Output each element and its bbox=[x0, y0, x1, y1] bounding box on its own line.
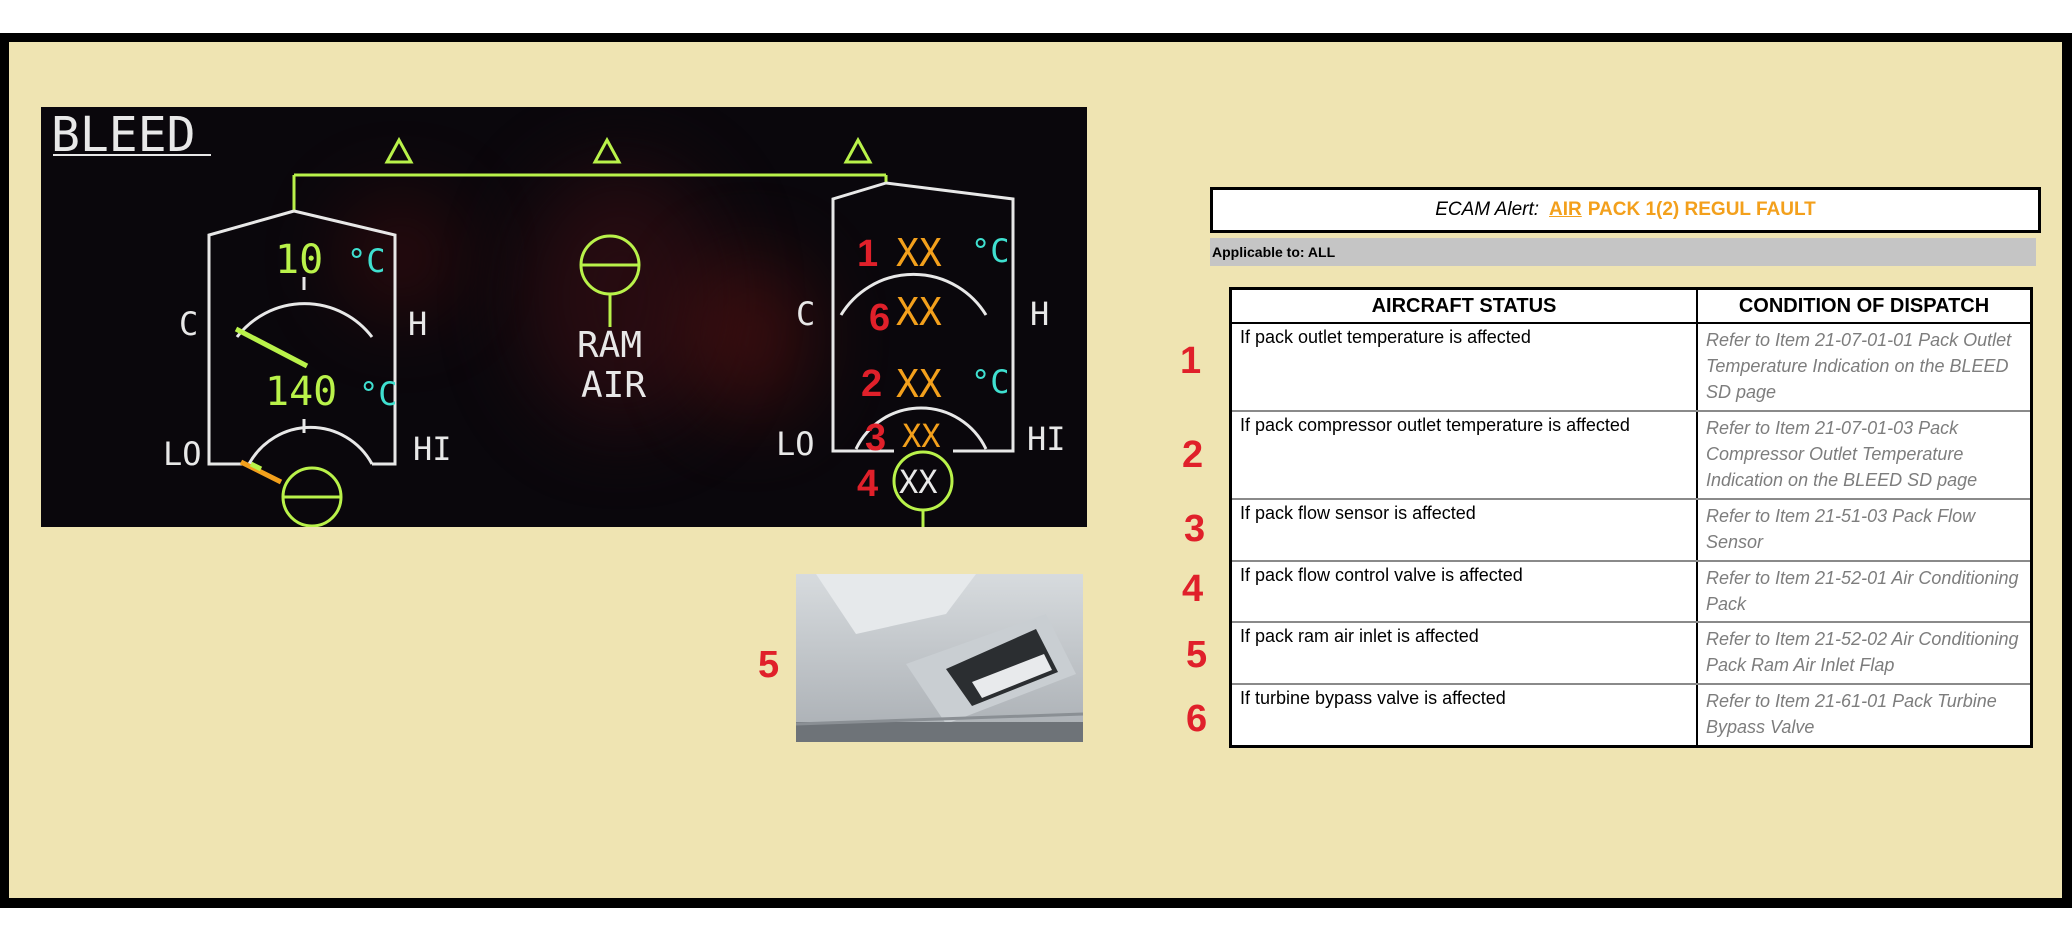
condition-cell: Refer to Item 21-52-01 Air Conditioning … bbox=[1696, 560, 2033, 623]
table-row: If pack outlet temperature is affected R… bbox=[1229, 322, 2033, 412]
right-bypass-value: XX bbox=[896, 290, 942, 334]
condition-cell: Refer to Item 21-61-01 Pack Turbine Bypa… bbox=[1696, 683, 2033, 747]
outlet-temp-needle bbox=[234, 326, 309, 369]
alert-message: PACK 1(2) REGUL FAULT bbox=[1587, 199, 1816, 220]
left-low-label: LO bbox=[163, 435, 202, 473]
callout-4: 4 bbox=[857, 463, 879, 505]
left-compressor-temp-value: 140 bbox=[265, 369, 338, 415]
table-row: If pack flow sensor is affected Refer to… bbox=[1229, 498, 2033, 562]
callout-1: 1 bbox=[857, 233, 879, 275]
row-callout-2: 2 bbox=[1182, 434, 1204, 476]
column-header-aircraft-status: AIRCRAFT STATUS bbox=[1229, 287, 1698, 324]
right-flow-value: XX bbox=[902, 417, 941, 455]
row-callout-4: 4 bbox=[1182, 568, 1204, 610]
status-cell: If pack outlet temperature is affected bbox=[1229, 322, 1698, 412]
ram-air-label-line1: RAM bbox=[577, 325, 643, 366]
status-cell: If pack flow control valve is affected bbox=[1229, 560, 1698, 623]
right-valve-value: XX bbox=[899, 463, 938, 501]
status-cell: If pack compressor outlet temperature is… bbox=[1229, 410, 1698, 500]
dispatch-table: AIRCRAFT STATUS CONDITION OF DISPATCH If… bbox=[1229, 287, 2033, 748]
right-hot-label: H bbox=[1030, 295, 1050, 333]
applicability-bar: Applicable to: ALL bbox=[1210, 238, 2036, 266]
photo-callout-5: 5 bbox=[758, 644, 780, 686]
right-cold-label: C bbox=[796, 295, 816, 333]
callout-3: 3 bbox=[865, 417, 887, 459]
left-high-label: HI bbox=[413, 430, 452, 468]
bleed-schematic bbox=[53, 136, 1015, 527]
flow-needle bbox=[239, 459, 283, 485]
callout-6: 6 bbox=[869, 297, 891, 339]
status-cell: If turbine bypass valve is affected bbox=[1229, 683, 1698, 747]
table-row: If pack compressor outlet temperature is… bbox=[1229, 410, 2033, 500]
row-callout-6: 6 bbox=[1186, 698, 1208, 740]
table-row: If pack flow control valve is affected R… bbox=[1229, 560, 2033, 623]
right-compressor-temp-value: XX bbox=[896, 362, 942, 406]
condition-cell: Refer to Item 21-51-03 Pack Flow Sensor bbox=[1696, 498, 2033, 562]
status-cell: If pack flow sensor is affected bbox=[1229, 498, 1698, 562]
right-outlet-temp-value: XX bbox=[896, 231, 942, 275]
condition-cell: Refer to Item 21-52-02 Air Conditioning … bbox=[1696, 621, 2033, 685]
table-row: If turbine bypass valve is affected Refe… bbox=[1229, 683, 2033, 747]
alert-system: AIR bbox=[1549, 199, 1582, 220]
left-hot-label: H bbox=[408, 305, 428, 343]
condition-cell: Refer to Item 21-07-01-01 Pack Outlet Te… bbox=[1696, 322, 2033, 412]
row-callout-5: 5 bbox=[1186, 634, 1208, 676]
ram-air-inlet-photo bbox=[796, 574, 1083, 742]
right-high-label: HI bbox=[1027, 420, 1066, 458]
pack-duct bbox=[281, 136, 954, 527]
right-low-label: LO bbox=[776, 425, 815, 463]
right-compressor-temp-unit: °C bbox=[971, 363, 1010, 401]
alert-label: ECAM Alert: bbox=[1435, 199, 1540, 220]
ram-air-label-line2: AIR bbox=[581, 365, 647, 406]
row-callout-3: 3 bbox=[1184, 508, 1206, 550]
column-header-condition-of-dispatch: CONDITION OF DISPATCH bbox=[1696, 287, 2033, 324]
right-outlet-temp-unit: °C bbox=[971, 232, 1010, 270]
ecam-bleed-display: BLEED 10 °C C H 140 °C LO HI RAM AIR XX … bbox=[41, 107, 1087, 527]
row-callout-1: 1 bbox=[1180, 340, 1202, 382]
left-compressor-temp-unit: °C bbox=[359, 375, 398, 413]
left-pack-outline bbox=[207, 209, 397, 466]
left-cold-label: C bbox=[179, 305, 199, 343]
left-outlet-temp-unit: °C bbox=[347, 242, 386, 280]
table-row: If pack ram air inlet is affected Refer … bbox=[1229, 621, 2033, 685]
left-outlet-temp-value: 10 bbox=[275, 237, 324, 283]
condition-cell: Refer to Item 21-07-01-03 Pack Compresso… bbox=[1696, 410, 2033, 500]
page-title: BLEED bbox=[51, 107, 196, 163]
status-cell: If pack ram air inlet is affected bbox=[1229, 621, 1698, 685]
table-header-row: AIRCRAFT STATUS CONDITION OF DISPATCH bbox=[1229, 287, 2033, 324]
callout-2: 2 bbox=[861, 363, 883, 405]
right-pack-outline bbox=[831, 181, 1015, 453]
ecam-alert-header: ECAM Alert: AIR PACK 1(2) REGUL FAULT bbox=[1210, 187, 2041, 233]
